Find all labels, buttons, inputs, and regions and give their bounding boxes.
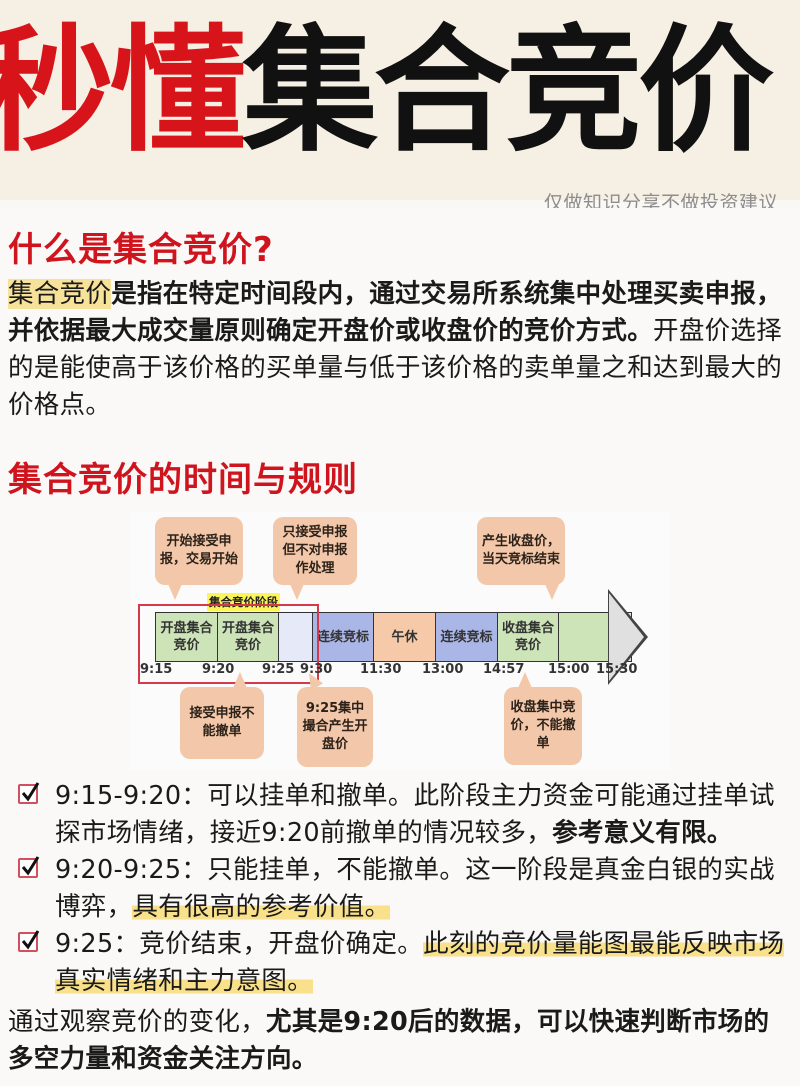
time-tick: 9:20 <box>202 662 235 677</box>
segment-lunch: 午休 <box>374 613 436 661</box>
time-tick: 9:25 <box>262 662 295 677</box>
time-tick: 15:00 <box>548 662 590 677</box>
summary-normal: 通过观察竞价的变化， <box>8 1007 267 1037</box>
time-tick: 15:30 <box>596 662 638 677</box>
title-black-part: 集合竞价 <box>242 13 774 171</box>
checkbox-checked-icon <box>18 782 40 804</box>
checkbox-checked-icon <box>18 930 40 952</box>
time-tick: 14:57 <box>483 662 525 677</box>
segment-continuous-pm: 连续竞标 <box>436 613 498 661</box>
timeline-bar: 开盘集合竞价 开盘集合竞价 连续竞标 午休 连续竞标 收盘集合竞价 <box>155 612 632 662</box>
title-red-part: 秒懂 <box>0 13 246 171</box>
check-time: 9:15-9:20： <box>55 781 208 811</box>
check-time: 9:20-9:25： <box>55 855 208 885</box>
bubble-tail <box>518 672 532 688</box>
summary-paragraph: 通过观察竞价的变化，尤其是9:20后的数据，可以快速判断市场的多空力量和资金关注… <box>8 1004 793 1078</box>
time-tick: 13:00 <box>422 662 464 677</box>
bubble-accept-only: 只接受申报但不对申报作处理 <box>273 517 357 585</box>
segment-after-close <box>559 613 611 661</box>
checkbox-checked-icon <box>18 856 40 878</box>
check-bold: 参考意义有限。 <box>552 818 733 848</box>
segment-open-auction-2: 开盘集合竞价 <box>218 613 279 661</box>
bubble-close-no-cancel: 收盘集中竞价，不能撤单 <box>504 687 582 765</box>
definition-bold: 是指在特定时间段内，通过交易所系统集中处理买卖申报，并依据最大成交量原则确定开盘… <box>8 279 783 346</box>
timeline-diagram: 开始接受申报，交易开始 只接受申报但不对申报作处理 产生收盘价，当天竞标结束 集… <box>130 512 670 770</box>
check-time: 9:25： <box>55 929 140 959</box>
bubble-start-accept: 开始接受申报，交易开始 <box>155 517 243 585</box>
page-title: 秒懂集合竞价 <box>0 22 774 162</box>
segment-gap <box>279 613 313 661</box>
auction-stage-frame <box>138 604 319 684</box>
section-title-time-rules: 集合竞价的时间与规则 <box>8 460 358 500</box>
segment-open-auction-1: 开盘集合竞价 <box>156 613 218 661</box>
check-text: 可以挂单和撤单。此阶段主力资金可能通过挂单试探市场情绪，接近9:20前撤单的情况… <box>55 781 775 848</box>
summary-bold: 尤其是9:20后的数据，可以快速判断市场的多空力量和资金关注方向。 <box>8 1007 770 1074</box>
segment-continuous-am: 连续竞标 <box>313 613 374 661</box>
bubble-match-open: 9:25集中撮合产生开盘价 <box>297 687 373 767</box>
bubble-tail <box>168 584 182 600</box>
definition-normal: 开盘价选择的是能使高于该价格的买单量与低于该价格的卖单量之和达到最大的价格点。 <box>8 316 783 420</box>
arrow-head-fill <box>609 593 644 681</box>
bubble-tail <box>233 672 247 688</box>
highlighted-term: 集合竞价 <box>8 279 112 309</box>
definition-paragraph: 集合竞价是指在特定时间段内，通过交易所系统集中处理买卖申报，并依据最大成交量原则… <box>8 276 793 424</box>
bubble-tail <box>290 584 304 600</box>
time-tick: 11:30 <box>360 662 402 677</box>
bubble-close-price: 产生收盘价，当天竞标结束 <box>477 517 565 585</box>
bubble-tail <box>545 584 559 600</box>
section-title-what-is: 什么是集合竞价? <box>8 230 274 270</box>
time-tick: 9:30 <box>300 662 333 677</box>
segment-close-auction: 收盘集合竞价 <box>498 613 559 661</box>
bubble-no-cancel: 接受申报不能撤单 <box>180 687 264 759</box>
hero-banner: 秒懂集合竞价 仅做知识分享不做投资建议 <box>0 0 800 214</box>
check-text: 竞价结束，开盘价确定。 <box>139 929 424 959</box>
check-highlight: 具有很高的参考价值。 <box>132 892 391 922</box>
time-tick: 9:15 <box>140 662 173 677</box>
check-text: 只能挂单，不能撤单。这一阶段是真金白银的实战博弈， <box>55 855 775 922</box>
